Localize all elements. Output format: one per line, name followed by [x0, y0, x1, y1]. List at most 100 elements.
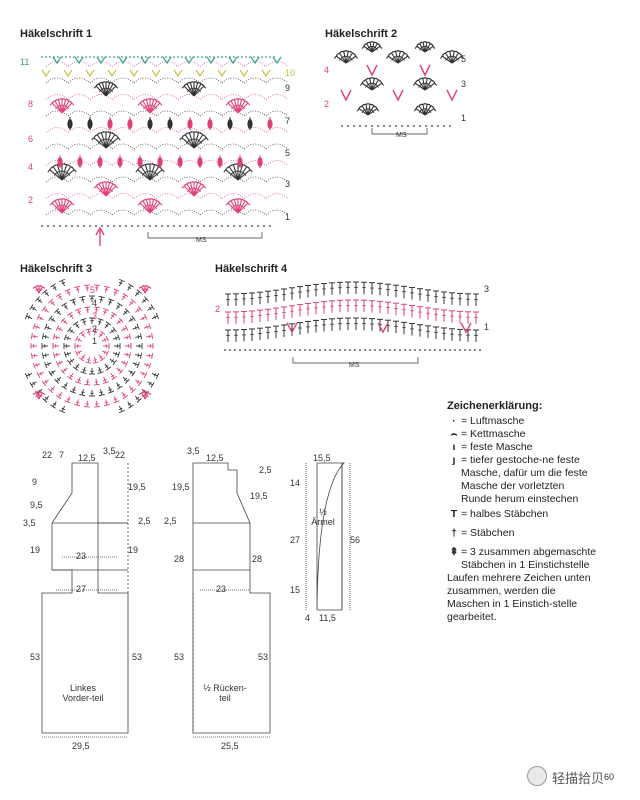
chart2-title: Häkelschrift 2 — [325, 28, 398, 40]
stitch-bar — [109, 188, 114, 193]
back-right-195: 19,5 — [250, 491, 268, 501]
ms-bracket — [371, 128, 428, 135]
stitch-mark — [149, 169, 163, 181]
yellow-v-mark — [239, 69, 249, 78]
stitch-mark — [233, 199, 239, 214]
chain-mark — [133, 56, 135, 58]
stitch-bar — [122, 393, 126, 397]
stitch-top — [92, 361, 99, 364]
chain-mark — [57, 56, 59, 58]
stitch-bar — [44, 292, 49, 296]
pink-v-mark — [377, 322, 389, 334]
stitch-top — [148, 323, 152, 330]
stitch-mark — [371, 79, 379, 91]
stitch-bar — [70, 359, 73, 363]
stitch-bar — [129, 301, 134, 305]
stitch-bar — [70, 329, 73, 333]
chain-mark — [213, 56, 215, 58]
stitch-mark — [61, 202, 73, 214]
stitch-bar — [135, 396, 140, 400]
stitch-top — [136, 289, 142, 294]
stitch-top — [102, 380, 109, 384]
legend-text: = Kettmasche — [461, 428, 526, 440]
chain-mark — [419, 349, 421, 351]
stitch-mark — [237, 164, 244, 181]
stitch-bar — [122, 361, 126, 365]
chain-mark — [59, 225, 61, 227]
pink-v-mark — [286, 322, 298, 334]
stitch-bar — [197, 188, 202, 193]
stitch-bar — [135, 292, 140, 296]
chain-mark — [344, 349, 346, 351]
stitch-mark — [139, 102, 151, 114]
stitch-mark — [237, 199, 243, 214]
stitch-mark — [61, 99, 67, 114]
chain-mark — [215, 225, 217, 227]
stitch-mark — [369, 42, 373, 53]
stitch-bar — [99, 355, 103, 359]
stitch-bar — [111, 140, 115, 144]
back-right-28: 28 — [252, 554, 263, 564]
stitch-mark — [371, 78, 375, 91]
chart3-round-2: 2 — [92, 324, 98, 334]
chain-mark — [383, 125, 385, 127]
chain-mark — [89, 56, 91, 58]
stitch-mark — [61, 200, 70, 214]
stitch-bar — [50, 387, 55, 391]
stitch-bar — [117, 368, 121, 372]
stitch-bar — [134, 326, 137, 330]
stitch-top — [151, 332, 154, 339]
stitch-top — [35, 296, 40, 302]
stitch-mark — [149, 166, 160, 181]
stitch-bar — [32, 306, 36, 311]
stitch-bar — [38, 298, 42, 303]
stitch-bar — [56, 310, 61, 315]
stitch-bar — [199, 140, 203, 144]
stitch-mark — [193, 183, 202, 197]
back-left-28: 28 — [174, 554, 185, 564]
chain-mark — [225, 56, 227, 58]
stitch-top — [64, 334, 67, 341]
stitch-top — [136, 323, 140, 330]
stitch-mark — [186, 83, 195, 97]
stitch-top — [374, 105, 380, 112]
chain-mark — [125, 56, 127, 58]
chain-mark — [129, 56, 131, 58]
stitch-mark — [367, 105, 375, 116]
green-v-mark — [140, 56, 150, 65]
stitch-bar — [65, 205, 70, 210]
stitch-bar — [117, 320, 121, 324]
chain-mark — [53, 225, 55, 227]
stitch-top — [431, 105, 437, 112]
chain-arc — [89, 193, 113, 199]
stitch-top — [150, 382, 155, 388]
stitch-top — [128, 404, 134, 409]
chain-arc — [89, 94, 113, 100]
stitch-mark — [149, 102, 161, 114]
stitch-mark — [61, 100, 70, 114]
stitch-top — [124, 308, 130, 314]
chain-mark — [121, 56, 123, 58]
stitch-mark — [193, 134, 204, 149]
stitch-bar — [77, 311, 81, 314]
chain-arc — [199, 209, 223, 216]
sleeve-outline — [316, 462, 345, 611]
slip-stitch-icon: ⌢ — [450, 428, 458, 440]
stitch-mark — [105, 82, 111, 97]
stitch-mark — [395, 51, 399, 64]
stitch-top — [353, 53, 359, 59]
yellow-v-mark — [41, 69, 51, 78]
stitch-mark — [424, 82, 436, 91]
chart1-ms: MS — [196, 237, 207, 244]
chain-mark — [69, 56, 71, 58]
chain-arc — [265, 193, 289, 199]
stitch-mark — [451, 51, 455, 64]
stitch-top — [59, 278, 66, 283]
stitch-mark — [449, 51, 453, 64]
stitch-top — [113, 400, 120, 404]
chain-mark — [449, 349, 451, 351]
stitch-top — [71, 167, 77, 173]
stitch-bar — [44, 396, 49, 400]
chain-mark — [107, 225, 109, 227]
stitch-top — [48, 298, 54, 304]
